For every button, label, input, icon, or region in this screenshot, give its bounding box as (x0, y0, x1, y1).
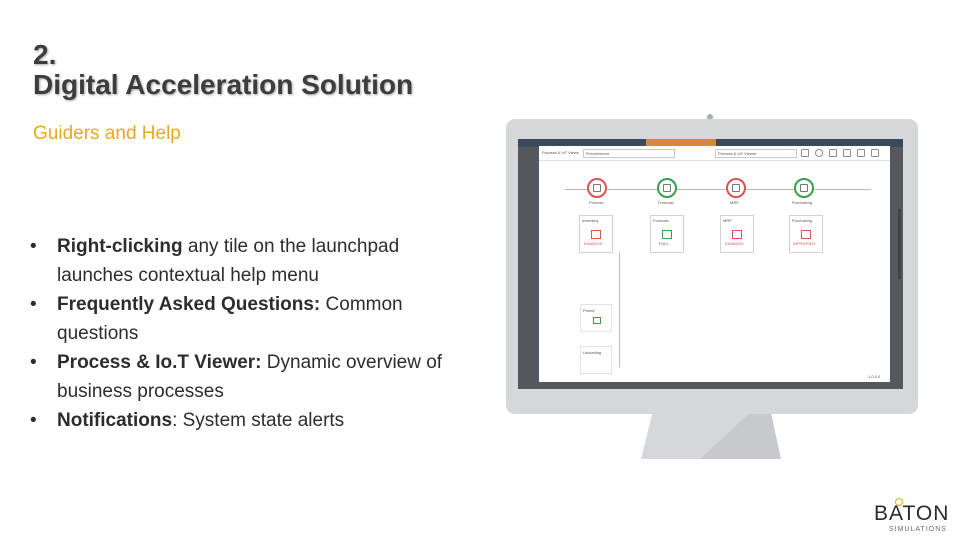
bullet-dot-icon: • (30, 410, 37, 431)
process-flow-line (565, 189, 871, 190)
bullet-item: • Process & Io.T Viewer: Dynamic overview… (30, 348, 470, 406)
card-status-icon (801, 230, 811, 239)
logo-sub-text: SIMULATIONS (889, 526, 947, 533)
slide-number: 2. (33, 39, 57, 70)
card-status: ENABLED (584, 241, 603, 246)
card-label: MRP (723, 218, 732, 223)
bullet-item: • Frequently Asked Questions: Common ques… (30, 290, 470, 348)
side-card-label: Unloading (583, 350, 602, 355)
monitor-screen: Process & IoT Views Procurement Process … (518, 139, 903, 389)
screen-tab-highlight (646, 139, 716, 147)
card-label: Inventory (582, 218, 599, 223)
side-card-icon (593, 317, 601, 324)
process-select-value: Procurement (586, 151, 609, 156)
node-process (587, 178, 607, 198)
flow-connector (619, 252, 620, 367)
node-forecast (657, 178, 677, 198)
card-status-icon (732, 230, 742, 239)
node-purchasing (794, 178, 814, 198)
viewer-select-value: Process & IoT Viewer (718, 151, 757, 156)
toolbar-label: Process & IoT Views (542, 150, 579, 155)
slide-subtitle: Guiders and Help (33, 123, 181, 144)
process-select: Procurement (583, 149, 675, 158)
viewer-footer: 1.0.0.0 (868, 374, 881, 379)
bullet-dot-icon: • (30, 294, 37, 315)
bullet-bold: Notifications (57, 410, 173, 431)
monitor-camera-icon (707, 114, 713, 120)
bullet-list: • Right-clicking any tile on the launchpa… (30, 232, 470, 435)
bullet-text: : System state alerts (172, 410, 345, 431)
screen-scrollbar (898, 209, 901, 279)
viewer-toolbar: Process & IoT Views Procurement Process … (539, 146, 890, 161)
logo-main-text: BATON (874, 502, 950, 525)
slide-title: Digital Acceleration Solution (33, 69, 414, 100)
card-status: APPROVED (793, 241, 816, 246)
node-icon (800, 184, 808, 192)
process-card: Purchasing APPROVED (789, 215, 823, 253)
viewer-select: Process & IoT Viewer (715, 149, 797, 158)
node-label: Process (589, 200, 604, 205)
side-card: Unloading (580, 346, 612, 374)
expand-icon (871, 149, 879, 157)
card-status-icon (591, 230, 601, 239)
node-label: Forecast (658, 200, 674, 205)
settings-icon (857, 149, 865, 157)
bullet-text: any tile on the launchpad launches conte… (57, 236, 400, 286)
node-label: Purchasing (792, 200, 813, 205)
bullet-item: • Right-clicking any tile on the launchpa… (30, 232, 470, 290)
process-card: Forecast FULL (650, 215, 684, 253)
bullet-text: Dynamic overview of business processes (57, 352, 443, 402)
card-status: FULL (659, 241, 669, 246)
node-icon (663, 184, 671, 192)
filter-icon (829, 149, 837, 157)
process-viewer-window: Process & IoT Views Procurement Process … (539, 146, 890, 382)
bullet-dot-icon: • (30, 236, 37, 257)
card-label: Forecast (653, 218, 669, 223)
bullet-dot-icon: • (30, 352, 37, 373)
refresh-icon (815, 149, 823, 157)
baton-logo: BATON SIMULATIONS (874, 498, 954, 537)
side-card: Priced (580, 304, 612, 332)
bullet-item: • Notifications: System state alerts (30, 406, 470, 435)
node-icon (732, 184, 740, 192)
bullet-bold: Right-clicking (57, 236, 183, 257)
bullet-bold: Frequently Asked Questions: (57, 294, 321, 315)
logo-ring-icon (895, 498, 903, 506)
search-icon (843, 149, 851, 157)
title-block: 2. Digital Acceleration Solution (33, 40, 413, 100)
node-mrp (726, 178, 746, 198)
card-status: ENABLED (725, 241, 744, 246)
card-status-icon (662, 230, 672, 239)
bullet-text: Common questions (57, 294, 403, 344)
process-card: Inventory ENABLED (579, 215, 613, 253)
user-icon (801, 149, 809, 157)
bullet-bold: Process & Io.T Viewer: (57, 352, 262, 373)
side-card-label: Priced (583, 308, 595, 313)
node-label: MRP (730, 200, 739, 205)
node-icon (593, 184, 601, 192)
process-card: MRP ENABLED (720, 215, 754, 253)
card-label: Purchasing (792, 218, 813, 223)
